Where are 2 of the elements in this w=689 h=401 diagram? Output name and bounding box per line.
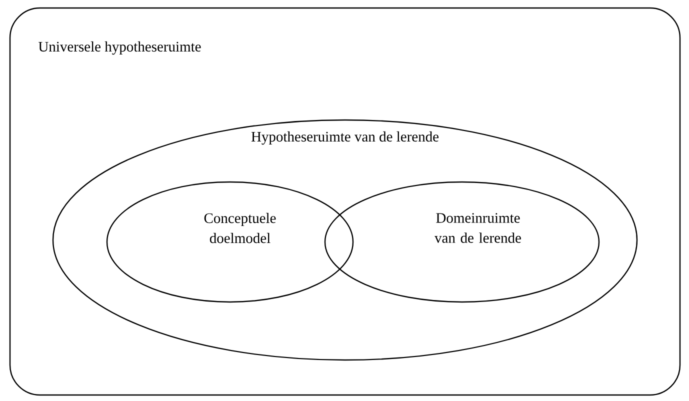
ellipse-region: Conceptuele doelmodel bbox=[106, 181, 354, 303]
ellipse-region: Domeinruimte van de lerende bbox=[324, 181, 600, 303]
